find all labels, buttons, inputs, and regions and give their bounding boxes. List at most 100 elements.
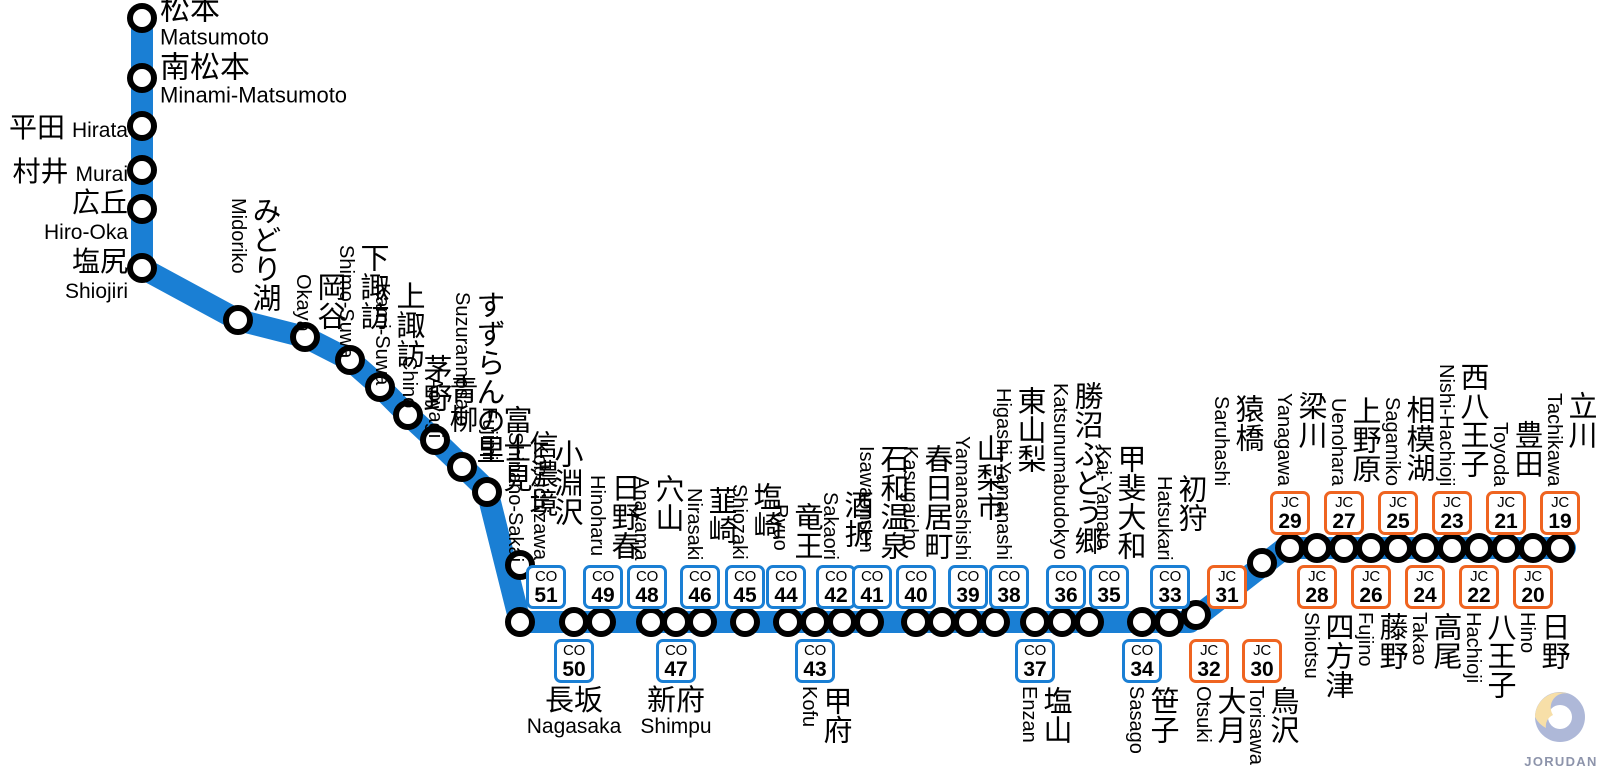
- badge-number: 27: [1332, 509, 1356, 533]
- station-dot-main[interactable]: [505, 607, 535, 637]
- badge-prefix: JC: [1335, 493, 1353, 511]
- station-name-ja: 立川: [1564, 390, 1596, 449]
- badge-number: 31: [1215, 583, 1239, 607]
- station-dot-main[interactable]: [1154, 607, 1184, 637]
- station-dot-main[interactable]: [827, 607, 857, 637]
- badge-number: 41: [860, 583, 884, 607]
- station-dot-midoriko[interactable]: [223, 305, 253, 335]
- station-dot-kamisuwa[interactable]: [365, 372, 395, 402]
- station-name-en: Ryuo: [769, 504, 791, 551]
- badge-number: 32: [1197, 657, 1221, 681]
- station-dot-main[interactable]: [1329, 533, 1359, 563]
- station-dot-main[interactable]: [1518, 533, 1548, 563]
- badge-number: 37: [1023, 657, 1047, 681]
- badge-number: 20: [1521, 583, 1545, 607]
- station-dot-main[interactable]: [1275, 533, 1305, 563]
- badge-prefix: CO: [592, 567, 614, 585]
- station-dot-shimosuwa[interactable]: [335, 345, 365, 375]
- station-dot-main[interactable]: [1383, 533, 1413, 563]
- station-dot-hirata[interactable]: [127, 111, 157, 141]
- station-dot-main[interactable]: [800, 607, 830, 637]
- station-dot-matsumoto[interactable]: [127, 3, 157, 33]
- station-dot-main[interactable]: [1047, 607, 1077, 637]
- station-dot-main[interactable]: [1545, 533, 1575, 563]
- badge-prefix: CO: [957, 567, 979, 585]
- station-dot-aoyagi[interactable]: [420, 425, 450, 455]
- badge-number: 50: [562, 657, 586, 681]
- station-dot-main[interactable]: [980, 607, 1010, 637]
- station-dot-main[interactable]: [1247, 548, 1277, 578]
- badge-prefix: JC: [1281, 493, 1299, 511]
- station-dot-main[interactable]: [1356, 533, 1386, 563]
- station-dot-main[interactable]: [687, 607, 717, 637]
- station-dot-fujimi[interactable]: [472, 477, 502, 507]
- station-dot-main[interactable]: [1437, 533, 1467, 563]
- station-dot-main[interactable]: [559, 607, 589, 637]
- station-name-ja: 上野原: [1348, 396, 1380, 484]
- station-name-ja: 岡谷: [313, 272, 345, 331]
- station-name-en: Shiozaki: [728, 484, 750, 560]
- station-dot-hiro-oka[interactable]: [127, 194, 157, 224]
- station-dot-main[interactable]: [1127, 607, 1157, 637]
- station-dot-main[interactable]: [854, 607, 884, 637]
- station-dot-main[interactable]: [1074, 607, 1104, 637]
- station-dot-chino[interactable]: [393, 400, 423, 430]
- station-name-ja: 松本: [160, 0, 220, 27]
- station-dot-main[interactable]: [773, 607, 803, 637]
- station-dot-main[interactable]: [1410, 533, 1440, 563]
- station-dot-main[interactable]: [1491, 533, 1521, 563]
- station-dot-main[interactable]: [1020, 607, 1050, 637]
- station-dot-main[interactable]: [586, 607, 616, 637]
- station-name-en: Toyoda: [1489, 421, 1511, 487]
- station-dot-suzurannosato[interactable]: [447, 452, 477, 482]
- station-dot-shiojiri[interactable]: [127, 253, 157, 283]
- station-dot-minami-matsumoto[interactable]: [127, 63, 157, 93]
- station-dot-okaya[interactable]: [290, 322, 320, 352]
- station-dot-main[interactable]: [953, 607, 983, 637]
- station-dot-main[interactable]: [1464, 533, 1494, 563]
- station-dot-murai[interactable]: [127, 155, 157, 185]
- station-dot-main[interactable]: [1302, 533, 1332, 563]
- station-dot-main[interactable]: [730, 607, 760, 637]
